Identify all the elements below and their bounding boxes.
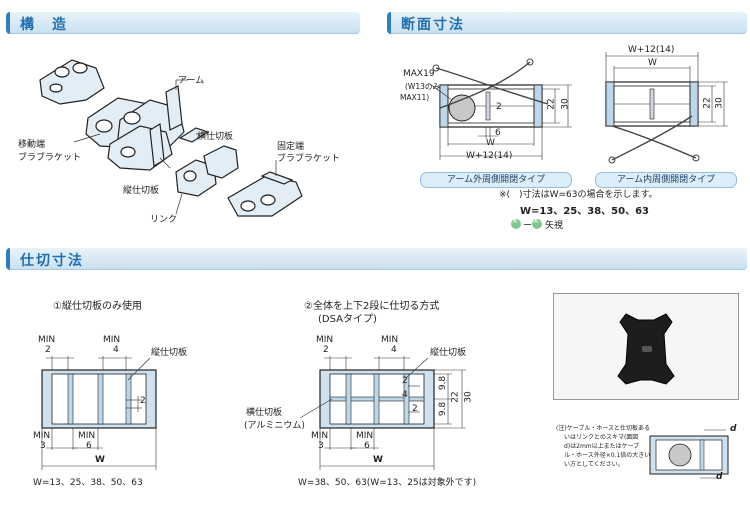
- c2-dim-2b: 2: [412, 404, 418, 414]
- label-moving-end-1: 移動端: [18, 140, 46, 150]
- section-header-cross-section: 断面寸法: [387, 12, 747, 34]
- section-inner-type: [605, 52, 728, 164]
- c1-vertical-divider: 縦仕切板: [151, 348, 188, 358]
- c2-horizontal-divider: 横仕切板: [246, 408, 283, 418]
- label-max19: MAX19: [403, 69, 435, 79]
- c2-min-left: MIN: [316, 335, 334, 345]
- c2-min-bottom-mid-val: 6: [364, 441, 370, 451]
- case2-title-2: (DSAタイプ): [318, 314, 377, 325]
- label-fixed-end-1: 固定端: [277, 142, 305, 152]
- photo-note-2: いはリンクとのスキマ(面図: [564, 434, 639, 441]
- c1-min-bottom-mid-val: 6: [86, 441, 92, 451]
- dim-6: 6: [495, 128, 501, 138]
- section-outer-type: [429, 58, 572, 160]
- caption-outer-type: アーム外周側開閉タイプ: [420, 172, 572, 188]
- label-vertical-divider: 縦仕切板: [123, 186, 160, 196]
- dim-w-inner: W: [648, 58, 657, 68]
- view-a2: A: [534, 218, 539, 225]
- c1-dim-2: 2: [140, 396, 146, 406]
- c2-vertical-divider: 縦仕切板: [430, 348, 467, 358]
- case2-drawing: [299, 356, 466, 470]
- case1-title: ①縦仕切板のみ使用: [53, 301, 142, 312]
- c2-dim-2: 2: [402, 376, 408, 386]
- dim-2: 2: [496, 102, 502, 112]
- photo-note-1: (注)ケーブル・ホースと仕切板ある: [556, 425, 651, 432]
- photo-note-3: d)は2mm以上またはケーブ: [564, 443, 640, 450]
- view-text: 矢視: [545, 221, 564, 231]
- product-photo: [553, 293, 739, 400]
- view-dash: ー: [523, 221, 533, 231]
- clearance-d-top: d: [730, 424, 737, 434]
- c2-w-values: W=38、50、63(W=13、25は対象外です): [298, 478, 477, 488]
- label-w13-note: (W13のみ: [405, 82, 440, 91]
- c2-min-right: MIN: [381, 335, 399, 345]
- c2-min-right-val: 4: [391, 345, 397, 355]
- section-title: 断面寸法: [401, 17, 465, 33]
- c2-min-bottom-left-val: 3: [318, 441, 324, 451]
- section-title: 仕切寸法: [20, 253, 84, 269]
- w-values: W=13、25、38、50、63: [520, 206, 649, 217]
- label-moving-end-2: ブラブラケット: [18, 153, 82, 163]
- c2-dim-4: 4: [402, 390, 408, 400]
- c1-min-bottom-left: MIN: [33, 431, 51, 441]
- c2-w: W: [373, 455, 383, 465]
- c1-min-left-val: 2: [45, 345, 51, 355]
- c1-min-left: MIN: [38, 335, 56, 345]
- dim-w-top: W+12(14): [628, 45, 675, 55]
- label-arm: アーム: [178, 76, 205, 86]
- label-horizontal-divider: 横仕切板: [197, 132, 234, 142]
- c1-min-bottom-mid: MIN: [78, 431, 96, 441]
- photo-note-5: い方としてください。: [564, 461, 624, 468]
- case1-drawing: [41, 356, 157, 470]
- arm-plate: [165, 85, 183, 131]
- section-header-structure: 構 造: [6, 12, 360, 34]
- c1-min-right-val: 4: [113, 345, 119, 355]
- c1-w: W: [95, 455, 105, 465]
- c1-w-values: W=13、25、38、50、63: [33, 478, 143, 488]
- dim-w-bottom: W+12(14): [466, 151, 513, 161]
- dim-w: W: [486, 138, 495, 148]
- c2-min-bottom-mid: MIN: [356, 431, 374, 441]
- c1-min-right: MIN: [103, 335, 121, 345]
- note-w63: ※( )寸法はW=63の場合を示します。: [499, 190, 658, 200]
- c1-min-bottom-left-val: 3: [40, 441, 46, 451]
- section-header-divider-dims: 仕切寸法: [6, 248, 747, 270]
- section-title: 構 造: [20, 17, 68, 33]
- caption-inner-type: アーム内周側開閉タイプ: [595, 172, 737, 188]
- horizontal-divider-plate: [178, 127, 210, 143]
- label-link: リンク: [150, 215, 178, 225]
- clearance-d-right: d: [716, 472, 723, 482]
- vertical-divider-plate: [149, 123, 165, 167]
- case2-title-1: ②全体を上下2段に仕切る方式: [304, 301, 440, 312]
- label-max11: MAX11): [400, 93, 430, 102]
- view-a1: A: [513, 218, 518, 225]
- photo-note-4: ル・ホース外径×0.1倍の大きい: [564, 452, 651, 459]
- c2-aluminum: (アルミニウム): [244, 421, 305, 431]
- c2-min-bottom-left: MIN: [311, 431, 329, 441]
- c2-min-left-val: 2: [323, 345, 329, 355]
- label-fixed-end-2: ブラブラケット: [277, 154, 341, 164]
